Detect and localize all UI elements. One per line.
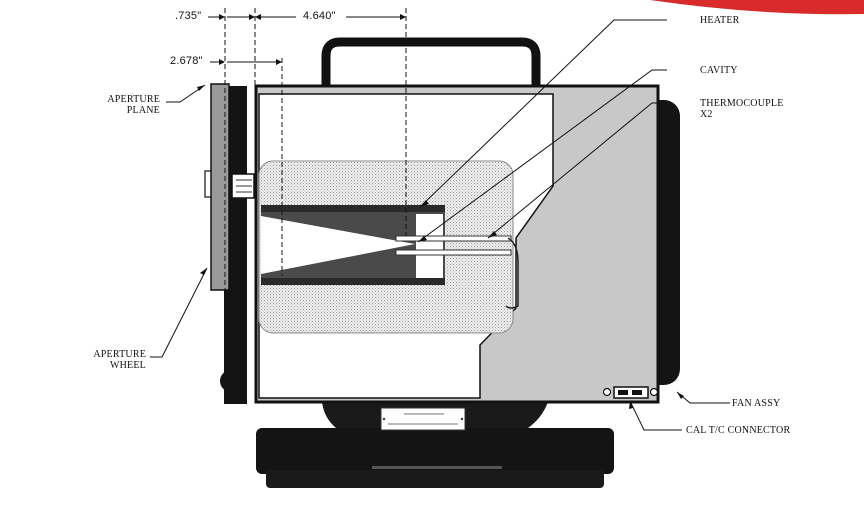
- connector-screw-right: [649, 387, 659, 397]
- base-bottom: [266, 470, 604, 488]
- aperture-plane-label-line2: PLANE: [126, 105, 160, 116]
- dimension-arrows: [219, 14, 406, 65]
- thermocouple-probe-1: [395, 235, 512, 242]
- fan-assy-label: FAN ASSY: [732, 398, 781, 409]
- cal-tc-connector: [613, 386, 649, 399]
- cavity-heater-bottom: [261, 278, 445, 285]
- cavity-cone: [261, 216, 415, 274]
- heater-label: HEATER: [700, 15, 740, 26]
- cal-tc-connector-label: CAL T/C CONNECTOR: [686, 425, 791, 436]
- aperture-wheel-label-line1: APERTURE: [93, 349, 146, 360]
- thermocouple-label-line1: THERMOCOUPLE: [700, 98, 784, 109]
- aperture-wheel-label-line2: WHEEL: [110, 360, 146, 371]
- dimension-label-735: .735": [175, 10, 202, 22]
- thermocouple-probe-2: [395, 249, 512, 256]
- aperture-plane-label-line1: APERTURE: [107, 94, 160, 105]
- thermocouple-label-line2: X2: [700, 109, 713, 120]
- dimension-label-4640: 4.640": [303, 10, 336, 22]
- leader-lines: [150, 19, 730, 431]
- cavity-label: CAVITY: [700, 65, 738, 76]
- thermocouple-wire: [505, 237, 519, 309]
- cavity-end-block: [416, 214, 443, 278]
- carry-handle: [321, 37, 541, 86]
- base-highlight: [372, 466, 502, 469]
- base-foot: [256, 428, 614, 474]
- connector-screw-left: [602, 387, 612, 397]
- nameplate: [380, 407, 466, 431]
- red-swoosh-decoration: [650, 0, 864, 15]
- cavity-heater-top: [261, 205, 445, 212]
- dimension-label-2678: 2.678": [170, 55, 203, 67]
- leader-arrows: [197, 85, 684, 409]
- aperture-plane-plate: [210, 83, 230, 291]
